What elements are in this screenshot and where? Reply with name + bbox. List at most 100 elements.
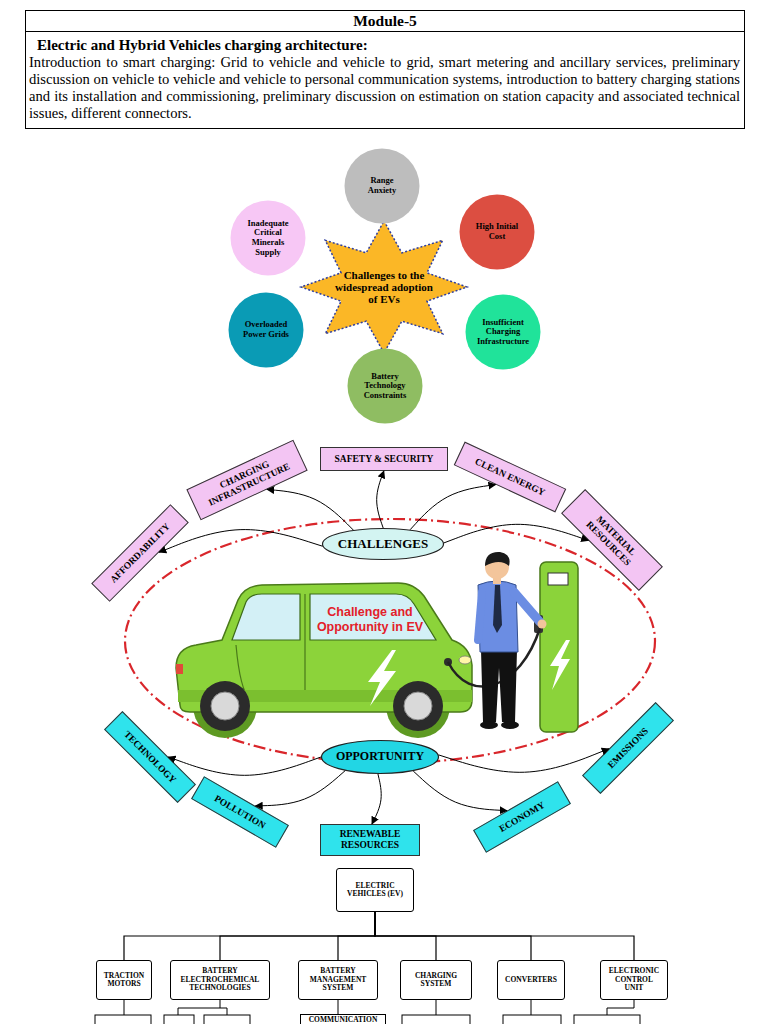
text-holder: MATERIAL RESOURCES <box>563 491 662 590</box>
circle-shape <box>229 293 304 368</box>
text-holder: ELECTRONIC CONTROL UNIT <box>601 961 667 999</box>
lightning-symbol <box>550 640 570 690</box>
arrow-connector <box>168 757 321 775</box>
text-holder: CHARGING INFRASTRUCTURE <box>188 441 307 519</box>
tree-box: TRACTION MOTORS <box>96 960 152 1000</box>
tree-connector <box>338 912 375 960</box>
arrow-connector <box>377 471 384 528</box>
tail-light <box>176 664 183 674</box>
circle-shape <box>345 149 420 224</box>
dash-dot-ring <box>125 519 655 763</box>
challenge-circle: Range Anxiety <box>344 148 420 224</box>
arrow-connector <box>413 771 507 811</box>
cut-box <box>402 1015 470 1024</box>
opportunity-box: ECONOMY <box>473 781 571 853</box>
text-holder: OPPORTUNITY <box>321 740 439 774</box>
text-holder: Insufficient Charging Infrastructure <box>465 294 541 370</box>
tree-connector <box>124 912 375 960</box>
text-holder: Overloaded Power Grids <box>228 292 304 368</box>
text-holder: POLLUTION <box>192 778 287 847</box>
text-holder: TECHNOLOGY <box>105 712 194 801</box>
lightning-symbol <box>368 650 396 706</box>
text-holder: SAFETY & SECURITY <box>321 448 447 470</box>
text-holder: TRACTION MOTORS <box>97 961 151 999</box>
tree-box: ELECTRONIC CONTROL UNIT <box>600 960 668 1000</box>
text-holder: Battery Technology Constraints <box>347 348 423 424</box>
arrow-connector <box>267 489 353 530</box>
text-holder: AFFORDABILITY <box>93 506 188 601</box>
text-holder: CLEAN ENERGY <box>455 443 565 511</box>
module-heading: Module-5 <box>26 11 744 32</box>
node-text: TRACTION MOTORS <box>99 972 149 989</box>
node-text: CHALLENGES <box>338 537 428 552</box>
charging-station <box>448 562 578 732</box>
challenge-circle: High Initial Cost <box>459 194 535 270</box>
tree-connector <box>375 912 634 960</box>
node-text: Battery Technology Constraints <box>357 372 413 401</box>
cut-box <box>95 1015 151 1024</box>
node-text: CONVERTERS <box>505 976 557 984</box>
text-holder: BATTERY MANAGEMENT SYSTEM <box>299 961 377 999</box>
arrow-connector <box>255 771 345 806</box>
challenge-circle: Battery Technology Constraints <box>347 348 423 424</box>
ellipse-shape <box>323 529 444 560</box>
circle-shape <box>460 195 535 270</box>
hub-ellipse: CHALLENGES <box>322 528 444 560</box>
circle-shape <box>231 201 306 276</box>
node-text: SAFETY & SECURITY <box>335 454 434 465</box>
tree-box: BATTERY MANAGEMENT SYSTEM <box>298 960 378 1000</box>
challenge-box: SAFETY & SECURITY <box>320 447 448 471</box>
tree-box: COMMUNICATION <box>300 1014 386 1024</box>
node-text: MATERIAL RESOURCES <box>576 504 648 576</box>
tree-root: ELECTRIC VEHICLES (EV) <box>336 868 414 912</box>
tyre <box>393 681 443 731</box>
node-text: RENEWABLE RESOURCES <box>330 829 410 850</box>
arrow-connector <box>444 524 589 543</box>
node-text: Overloaded Power Grids <box>237 320 295 339</box>
tree-box: CONVERTERS <box>497 960 565 1000</box>
hair <box>485 552 510 566</box>
node-text: ELECTRONIC CONTROL UNIT <box>608 967 660 992</box>
circle-shape <box>348 349 423 424</box>
opportunity-box: TECHNOLOGY <box>104 711 196 803</box>
text-holder: RENEWABLE RESOURCES <box>321 825 419 855</box>
node-text: CHARGING INFRASTRUCTURE <box>197 449 297 511</box>
arrow-connector <box>159 530 323 553</box>
node-text: POLLUTION <box>213 793 268 831</box>
syllabus-text: Introduction to smart charging: Grid to … <box>26 54 744 128</box>
node-text: Inadequate Critical Minerals Supply <box>241 219 295 257</box>
challenge-box: CLEAN ENERGY <box>454 442 566 513</box>
syllabus-box: Module-5Electric and Hybrid Vehicles cha… <box>25 10 745 129</box>
node-text: ECONOMY <box>497 800 546 835</box>
challenge-circle: Insufficient Charging Infrastructure <box>465 294 541 370</box>
node-text: COMMUNICATION <box>309 1016 378 1024</box>
text-holder: Inadequate Critical Minerals Supply <box>230 200 306 276</box>
tree-connector <box>375 912 531 960</box>
arrow-connector <box>410 485 495 530</box>
tree-connector <box>220 912 375 960</box>
section-heading: Electric and Hybrid Vehicles charging ar… <box>26 32 744 54</box>
opportunity-box: RENEWABLE RESOURCES <box>320 824 420 856</box>
node-text: Insufficient Charging Infrastructure <box>472 318 534 347</box>
text-holder: Range Anxiety <box>344 148 420 224</box>
challenge-circle: Overloaded Power Grids <box>228 292 304 368</box>
tree-box: CHARGING SYSTEM <box>400 960 472 1000</box>
hand <box>538 620 547 629</box>
text-holder: Challenges to the widespread adoption of… <box>299 219 469 355</box>
cut-box <box>503 1015 561 1024</box>
challenge-circle: Inadequate Critical Minerals Supply <box>230 200 306 276</box>
node-text: BATTERY ELECTROCHEMICAL TECHNOLOGIES <box>174 967 266 992</box>
node-text: BATTERY MANAGEMENT SYSTEM <box>308 967 368 992</box>
cut-box <box>164 1015 194 1024</box>
tree-box: BATTERY ELECTROCHEMICAL TECHNOLOGIES <box>170 960 270 1000</box>
car-window <box>232 594 300 640</box>
tie <box>493 585 502 633</box>
opportunity-box: POLLUTION <box>191 776 289 848</box>
tree-connector <box>375 912 436 960</box>
node-text: EMISSIONS <box>606 726 651 771</box>
challenge-box: AFFORDABILITY <box>91 504 189 602</box>
shoe <box>480 721 498 729</box>
car-illustration <box>176 583 472 738</box>
